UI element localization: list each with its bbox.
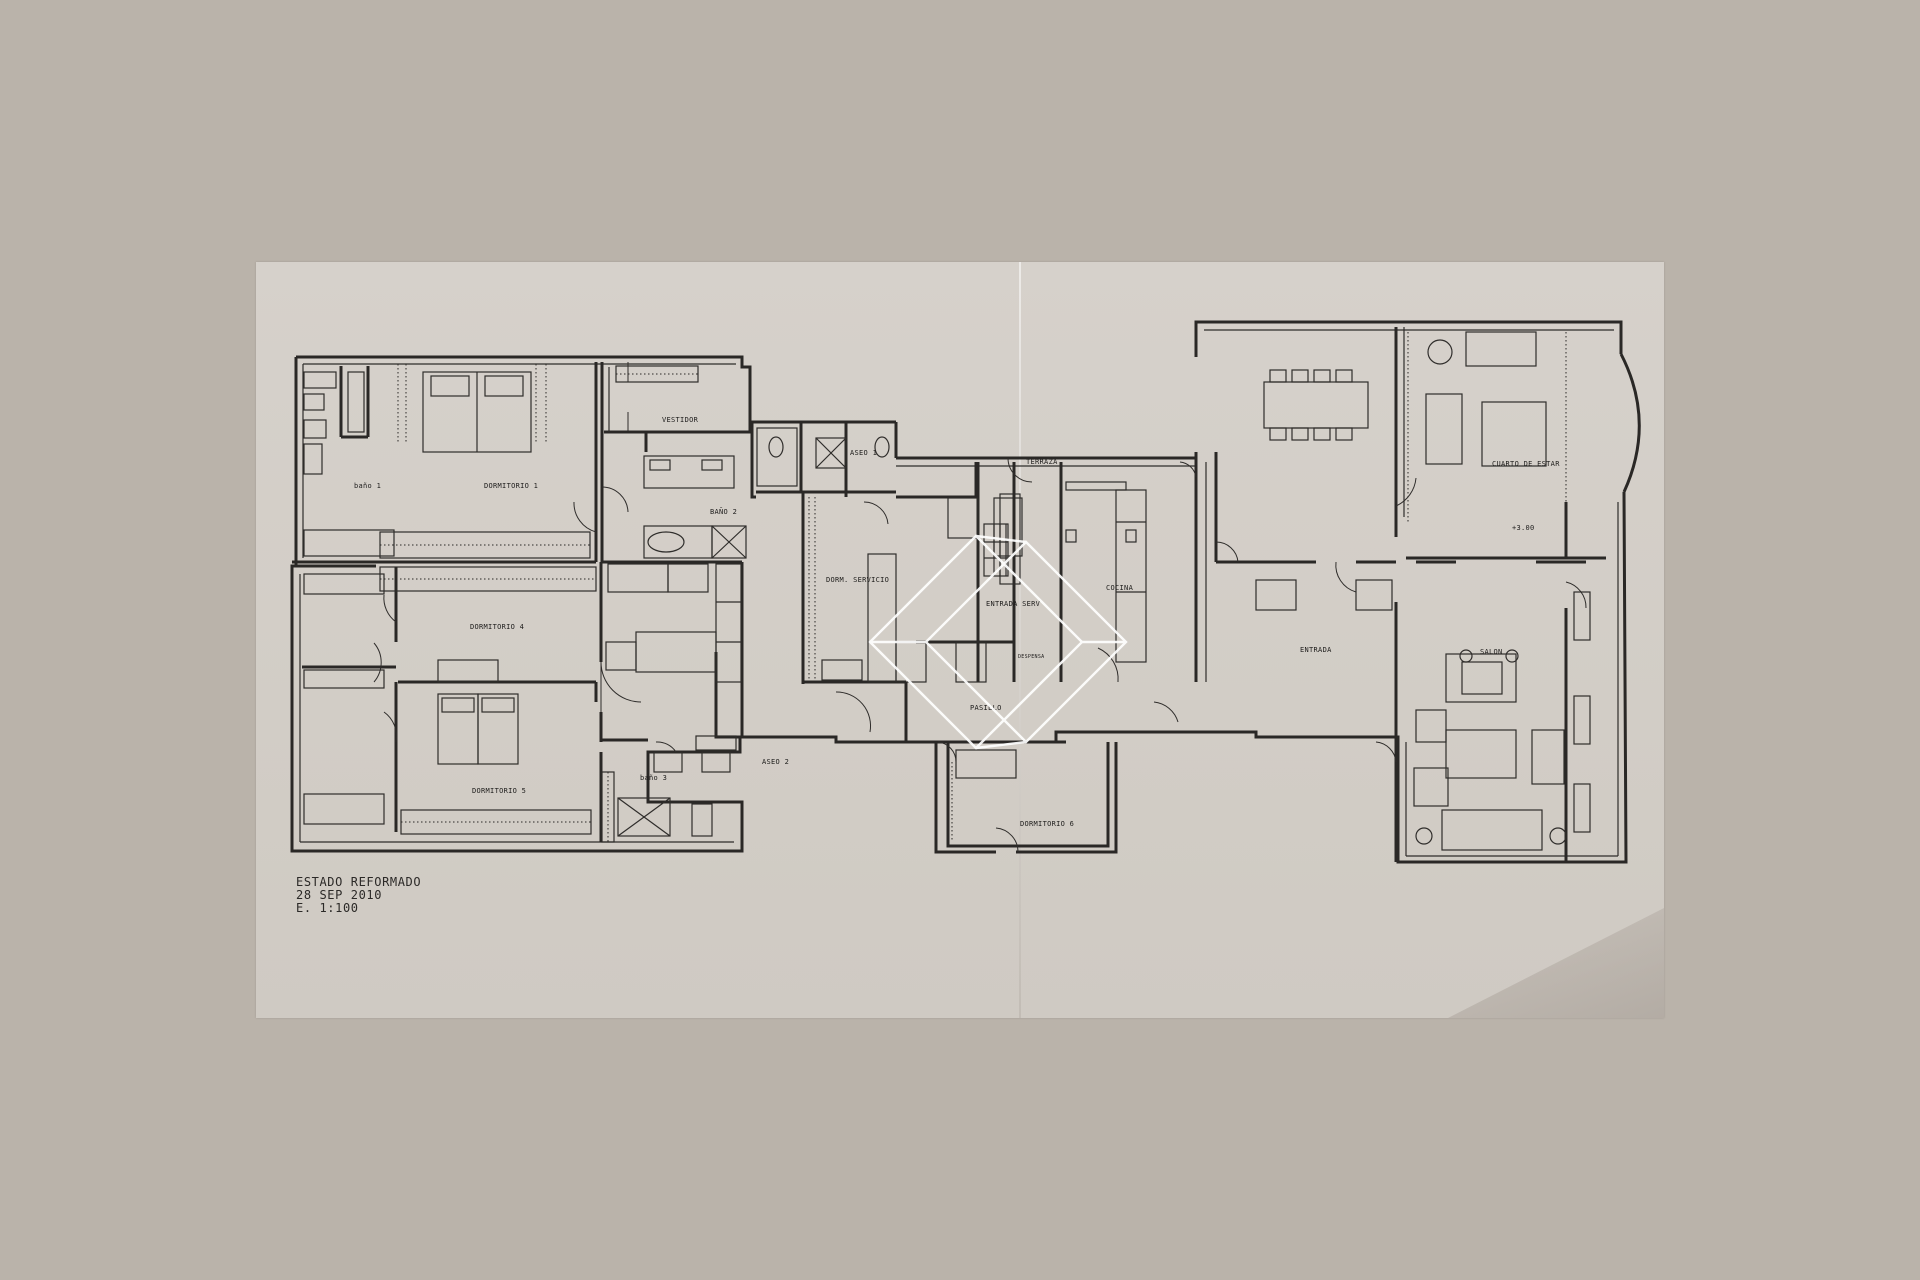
label-aseo-2: ASEO 2 [762,758,789,766]
label-dorm-servicio: DORM. SERVICIO [826,576,889,584]
right-wing-walls [1054,320,1641,864]
label-vestidor: VESTIDOR [662,416,699,424]
label-dormitorio-5: DORMITORIO 5 [472,787,526,795]
label-bano-3: baño 3 [640,774,667,782]
label-aseo-1: ASEO 1 [850,449,877,457]
label-dormitorio-6: DORMITORIO 6 [1020,820,1074,828]
stair-core-walls [895,456,1196,683]
label-despensa: DESPENSA [1018,654,1044,660]
label-salon: SALON [1480,648,1503,656]
label-bano-1: baño 1 [354,482,381,490]
stamp-date: 28 SEP 2010 [296,888,383,902]
stamp-scale: E. 1:100 [296,901,359,915]
label-dormitorio-4: DORMITORIO 4 [470,623,524,631]
label-level: +3.00 [1512,524,1535,532]
kitchen-walls [1065,452,1218,723]
floor-plan-drawing: baño 1 DORMITORIO 1 VESTIDOR BAÑO 2 ASEO… [290,320,1641,864]
drawing-stamp: ESTADO REFORMADO 28 SEP 2010 E. 1:100 [296,876,421,915]
label-cocina: COCINA [1106,584,1134,592]
label-pasillo: PASILLO [970,704,1002,712]
label-dormitorio-1: DORMITORIO 1 [484,482,538,490]
label-entrada: ENTRADA [1300,646,1332,654]
label-bano-2: BAÑO 2 [710,507,737,516]
room-labels: baño 1 DORMITORIO 1 VESTIDOR BAÑO 2 ASEO… [354,416,1560,828]
label-entrada-serv: ENTRADA SERV [986,600,1041,608]
label-terraza: TERRAZA [1026,458,1058,466]
left-wing-interior [296,362,648,842]
stamp-status: ESTADO REFORMADO [296,875,422,889]
floor-plan-sheet: baño 1 DORMITORIO 1 VESTIDOR BAÑO 2 ASEO… [256,262,1664,1018]
service-walls [750,420,906,684]
central-left-walls [600,355,848,843]
label-cuarto-de-estar: CUARTO DE ESTAR [1492,460,1560,468]
